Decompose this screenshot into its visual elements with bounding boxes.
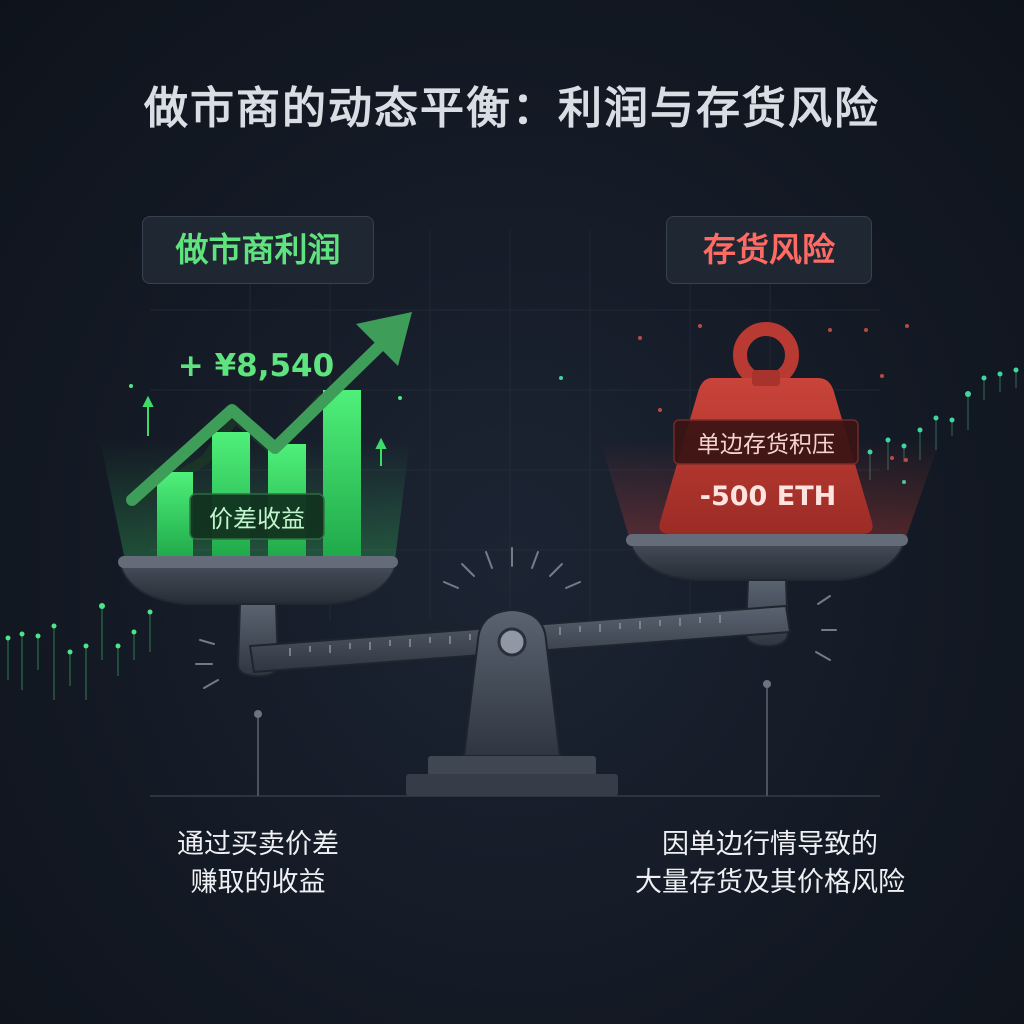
risk-label: 存货风险 [666,216,872,284]
risk-caption: 因单边行情导致的 大量存货及其价格风险 [590,826,950,902]
spread-badge: 价差收益 [209,505,305,533]
profit-label: 做市商利润 [142,216,374,284]
profit-bar [157,472,193,560]
profit-value: + ¥8,540 [178,348,334,384]
profit-caption: 通过买卖价差 赚取的收益 [118,826,398,902]
profit-caption-line: 通过买卖价差 [177,829,339,860]
weight-tag-box [673,419,859,465]
risk-caption-line: 大量存货及其价格风险 [635,867,905,898]
small-up-arrows [142,395,387,466]
profit-caption-line: 赚取的收益 [190,867,326,898]
weight-tag: 单边存货积压 [697,432,835,458]
page-title: 做市商的动态平衡：利润与存货风险 [144,83,880,134]
weight-value: -500 ETH [700,481,836,512]
balance-scale-icon [118,534,908,797]
risk-caption-line: 因单边行情导致的 [662,829,878,860]
profit-bar [323,390,361,560]
up-arrow-icon [126,312,412,506]
spread-badge-box [189,493,325,540]
left-market-dots [5,384,402,700]
